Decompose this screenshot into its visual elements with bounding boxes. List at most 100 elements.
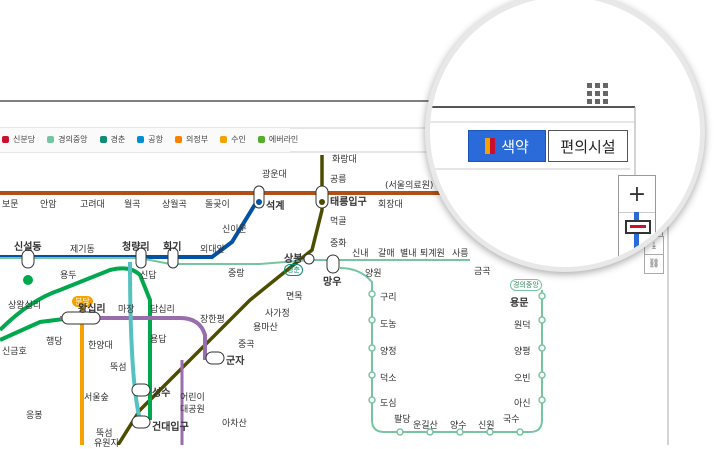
station-label[interactable]: 사릉	[452, 249, 469, 259]
station-label[interactable]: 상왕십리	[8, 301, 42, 311]
facilities-button[interactable]: 편의시설	[548, 130, 628, 162]
station-label[interactable]: 신금호	[2, 347, 27, 357]
palette-icon	[485, 138, 496, 154]
grid-menu-icon[interactable]	[587, 83, 609, 105]
station-label[interactable]: 보문	[2, 200, 19, 210]
station-label[interactable]: 공릉	[330, 175, 347, 185]
station-label[interactable]: 금곡	[474, 267, 491, 277]
station-label[interactable]: 답십리	[150, 305, 175, 315]
legend-swatch	[257, 135, 265, 143]
station-label[interactable]: 대공원	[180, 405, 205, 415]
station-label[interactable]: 용답	[150, 335, 167, 345]
zoom-track-large[interactable]	[634, 212, 639, 256]
legend-item[interactable]: 경춘	[99, 134, 126, 145]
station-label[interactable]: 왕십리	[78, 304, 106, 315]
station-label[interactable]: 원덕	[514, 321, 531, 331]
legend-label: 수인	[231, 134, 246, 144]
legend-swatch	[99, 135, 107, 143]
station-label[interactable]: 신설동	[14, 242, 42, 253]
station-label[interactable]: 아차산	[222, 419, 247, 429]
station-label[interactable]: 퇴계원	[420, 249, 445, 259]
station-label[interactable]: 신내	[352, 249, 369, 259]
station-label[interactable]: 상봉	[284, 254, 303, 265]
legend-item[interactable]: 의정부	[175, 134, 208, 145]
station-label[interactable]: 망우	[323, 277, 342, 288]
station-label[interactable]: 먹골	[330, 217, 347, 227]
station-label[interactable]: 신답	[140, 271, 157, 281]
legend-item[interactable]: 에버라인	[257, 134, 299, 145]
station-label[interactable]: 안암	[40, 200, 57, 210]
station-label[interactable]: 한양대	[88, 341, 113, 351]
station-label[interactable]: 고려대	[80, 200, 105, 210]
zoom-control: +	[618, 175, 656, 257]
station-label[interactable]: 양정	[380, 347, 397, 357]
station-label[interactable]: 오빈	[514, 374, 531, 384]
station-label[interactable]: 제기동	[70, 245, 95, 255]
station-label[interactable]: 광운대	[262, 170, 287, 180]
legend-label: 공항	[148, 134, 164, 144]
station-label[interactable]: 사가정	[265, 309, 290, 319]
station-label[interactable]: 중곡	[238, 340, 255, 350]
legend-item[interactable]: 경의중앙	[47, 134, 88, 145]
station-label[interactable]: 외대앞	[200, 245, 225, 255]
legend-swatch	[137, 135, 145, 143]
legend-item[interactable]: 신분당	[2, 134, 35, 145]
station-label[interactable]: 중랑	[228, 269, 245, 279]
color-weak-label: 색약	[501, 137, 529, 156]
station-label[interactable]: 용두	[60, 271, 77, 281]
station-label[interactable]: 마장	[118, 305, 135, 315]
line-badge: 분당	[72, 296, 93, 307]
station-label[interactable]: (서울의료원)	[385, 181, 434, 191]
legend-item[interactable]: 공항	[137, 134, 163, 145]
legend-swatch	[47, 135, 55, 143]
station-label[interactable]: 건대입구	[152, 422, 189, 433]
station-label[interactable]: 뚝섬	[110, 363, 127, 373]
station-label[interactable]: 면목	[286, 292, 303, 302]
color-weak-button[interactable]: 색약	[468, 130, 546, 162]
station-label[interactable]: 양평	[514, 347, 531, 357]
station-label[interactable]: 구리	[380, 293, 397, 303]
station-label[interactable]: 유원지	[94, 439, 119, 449]
zoom-thumb-large[interactable]	[625, 220, 651, 234]
station-label[interactable]: 응봉	[26, 411, 43, 421]
station-label[interactable]: 운길산	[413, 421, 438, 431]
legend-label: 경춘	[110, 134, 126, 144]
station-label[interactable]: 월곡	[124, 200, 141, 210]
legend-label: 에버라인	[268, 134, 299, 144]
station-label[interactable]: 행당	[46, 337, 63, 347]
station-label[interactable]: 갈매	[378, 249, 395, 259]
station-label[interactable]: 군자	[226, 356, 245, 367]
station-label[interactable]: 화랑대	[332, 155, 357, 165]
station-label[interactable]: 국수	[503, 415, 520, 425]
station-label[interactable]: 용마산	[253, 323, 278, 333]
station-label[interactable]: 덕소	[380, 374, 397, 384]
station-label[interactable]: 상월곡	[162, 200, 187, 210]
station-label[interactable]: 용문	[510, 298, 529, 309]
station-label[interactable]: 장한평	[200, 315, 225, 325]
station-label[interactable]: 돌곶이	[205, 200, 230, 210]
station-label[interactable]: 양원	[365, 269, 382, 279]
station-label[interactable]: 성수	[152, 388, 171, 399]
station-label[interactable]: 아신	[514, 399, 531, 409]
station-label[interactable]: 어린이	[180, 393, 205, 403]
legend-label: 신분당	[13, 134, 36, 144]
station-label[interactable]: 신이문	[222, 225, 247, 235]
station-label[interactable]: 팔당	[394, 415, 411, 425]
station-label[interactable]: 회기	[163, 242, 182, 253]
station-label[interactable]: 신원	[478, 421, 495, 431]
station-label[interactable]: 뚝섬	[96, 429, 113, 439]
station-label[interactable]: 중화	[330, 239, 347, 249]
station-label[interactable]: 양수	[450, 421, 467, 431]
station-label[interactable]: 청량리	[122, 242, 150, 253]
station-label[interactable]: 도농	[380, 320, 397, 330]
station-label[interactable]: 태릉입구	[330, 197, 367, 208]
station-label[interactable]: 석계	[266, 201, 285, 212]
station-label[interactable]: 도심	[380, 399, 397, 409]
legend-label: 의정부	[186, 134, 209, 144]
station-label[interactable]: 회장대	[378, 200, 403, 210]
zoom-in-button[interactable]: +	[619, 176, 655, 213]
station-label[interactable]: 서울숲	[84, 393, 109, 403]
station-label[interactable]: 별내	[400, 249, 417, 259]
legend-item[interactable]: 수인	[220, 134, 246, 145]
